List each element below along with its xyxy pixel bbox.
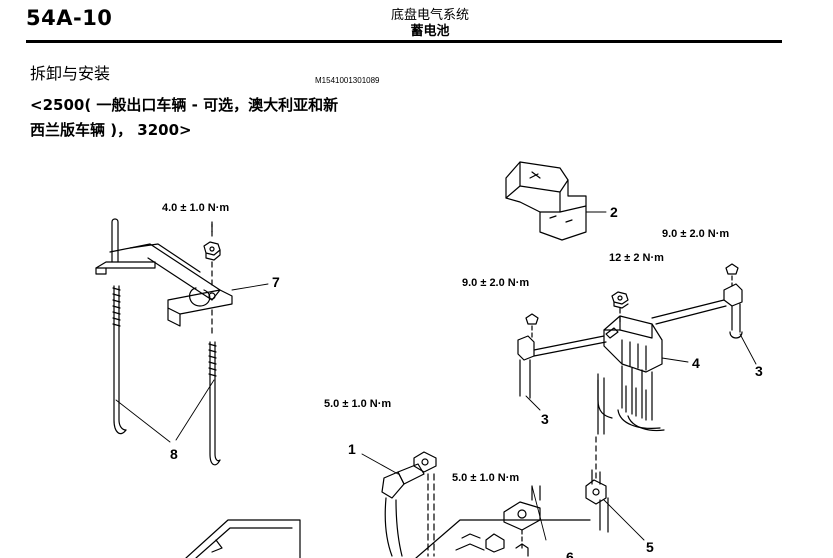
leader-lines: [115, 211, 757, 541]
part-label-7: 7: [272, 274, 280, 290]
torque-label-left-cable: 9.0 ± 2.0 N·m: [462, 277, 529, 289]
header-rule: [26, 40, 782, 43]
torque-label-terminal-clamp: 5.0 ± 1.0 N·m: [452, 472, 519, 484]
torque-label-fusible-link-nut: 12 ± 2 N·m: [609, 252, 664, 264]
chapter-title: 底盘电气系统: [390, 8, 469, 23]
positive-cable: [381, 451, 437, 557]
torque-label-positive-cable: 5.0 ± 1.0 N·m: [324, 398, 391, 410]
battery-holder-bracket: [95, 218, 233, 327]
variant-line-2: 西兰版车辆 )， 3200>: [30, 121, 192, 139]
fusible-link-nut: [611, 291, 629, 309]
page-number: 54A-10: [26, 6, 113, 30]
part-label-1: 1: [348, 441, 356, 457]
battery-tray: [185, 519, 591, 558]
part-label-3-left: 3: [541, 411, 549, 427]
part-label-4: 4: [692, 355, 700, 371]
page-header: 底盘电气系统 蓄电池: [330, 8, 530, 40]
variant-description: <2500( 一般出口车辆 - 可选，澳大利亚和新 西兰版车辆 )， 3200>: [30, 93, 410, 143]
part-label-3-right: 3: [755, 363, 763, 379]
terminal-cover: [505, 161, 587, 241]
battery-hold-down-bolt-left: [112, 285, 127, 435]
subchapter-title: 蓄电池: [410, 24, 450, 39]
figure-code: M1541001301089: [315, 76, 380, 85]
variant-line-1: <2500( 一般出口车辆 - 可选，澳大利亚和新: [30, 96, 339, 114]
cable-right: [651, 263, 743, 339]
cable-left: [517, 313, 607, 399]
part-label-2: 2: [610, 204, 618, 220]
bracket-nut: [203, 241, 221, 261]
part-label-8: 8: [170, 446, 178, 462]
torque-label-bracket-nut: 4.0 ± 1.0 N·m: [162, 202, 229, 214]
torque-label-right-cable: 9.0 ± 2.0 N·m: [662, 228, 729, 240]
fusible-link-block: [597, 315, 665, 432]
section-title: 拆卸与安装: [30, 64, 111, 83]
battery-hold-down-bolt-right: [208, 341, 221, 466]
part-label-6: 6: [566, 549, 574, 558]
negative-cable: [585, 377, 609, 533]
part-label-5: 5: [646, 539, 654, 555]
